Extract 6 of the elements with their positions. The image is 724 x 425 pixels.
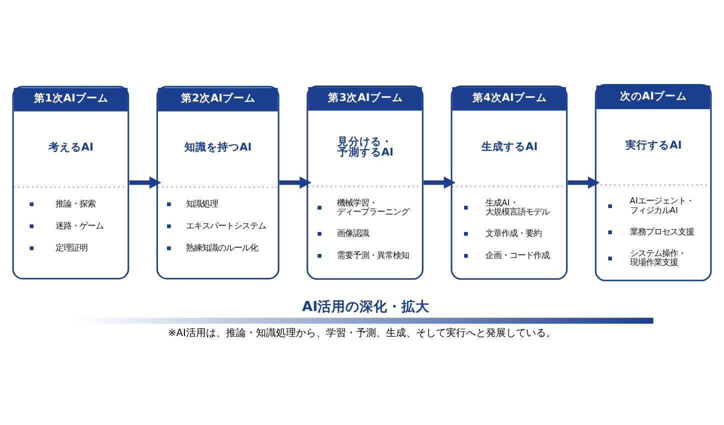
arrow xyxy=(568,176,600,188)
arrow xyxy=(424,176,456,188)
label: AI活用の深化・拡大 xyxy=(302,298,430,315)
caption: ※AI活用は、推論・知識処理から、学習・予測、生成、そして実行へと発展している。 xyxy=(168,328,556,339)
arrow xyxy=(279,176,312,188)
arrow xyxy=(129,176,162,188)
